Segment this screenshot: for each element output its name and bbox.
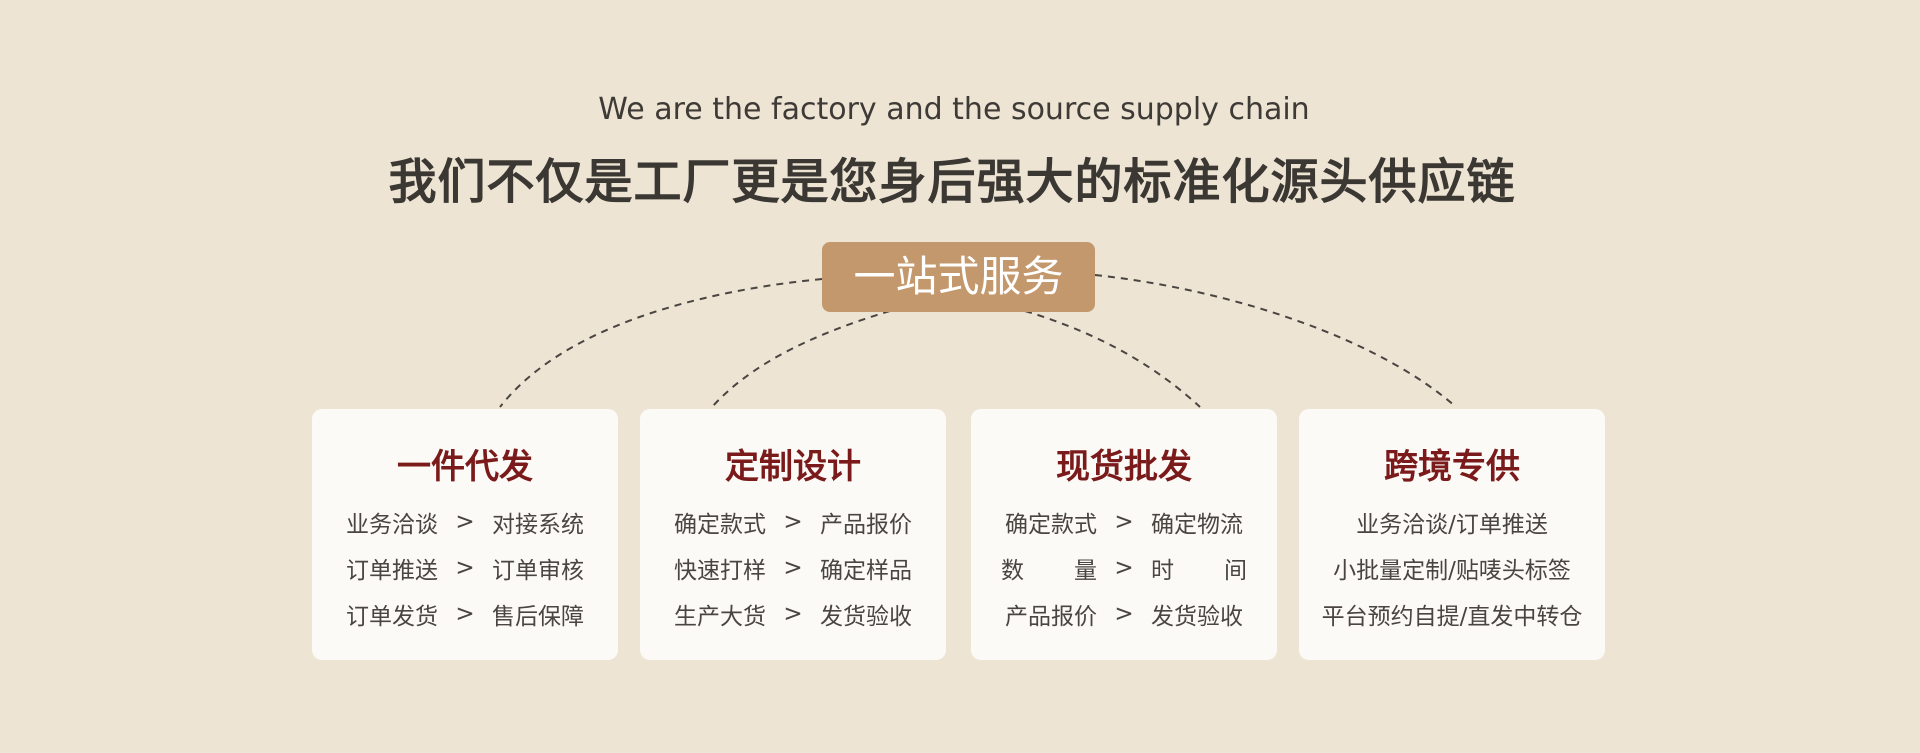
step-row: 快速打样 > 确定样品 [640, 545, 946, 591]
step-to: 发货验收 [1151, 604, 1243, 630]
step-to: 订单审核 [492, 558, 584, 584]
card-wholesale: 现货批发 确定款式 > 确定物流 数 量 > 时 间 产品报价 [971, 409, 1277, 660]
card-title: 一件代发 [397, 447, 533, 487]
step-to: 对接系统 [492, 512, 584, 538]
arc-to-card-4 [1094, 274, 1457, 408]
card-lines: 业务洽谈/订单推送 小批量定制/贴唛头标签 平台预约自提/直发中转仓 [1299, 499, 1605, 637]
one-stop-service-badge: 一站式服务 [822, 242, 1095, 312]
service-line-text: 平台预约自提/直发中转仓 [1321, 604, 1583, 630]
arc-to-card-1 [499, 278, 823, 408]
step-to: 售后保障 [492, 604, 584, 630]
service-line: 业务洽谈/订单推送 [1299, 499, 1605, 545]
step-from: 快速打样 [674, 558, 766, 584]
service-line: 小批量定制/贴唛头标签 [1299, 545, 1605, 591]
arrow-icon: > [1114, 509, 1134, 535]
card-custom-design: 定制设计 确定款式 > 产品报价 快速打样 > 确定样品 生产大货 > 发货验收 [640, 409, 946, 660]
service-line-text: 业务洽谈/订单推送 [1356, 512, 1548, 538]
step-from: 产品报价 [1005, 604, 1097, 630]
step-from: 数 量 [971, 551, 1097, 585]
card-title: 现货批发 [1056, 447, 1192, 487]
step-from: 订单推送 [346, 558, 438, 584]
arrow-icon: > [1114, 555, 1134, 581]
arrow-icon: > [455, 509, 475, 535]
step-to: 产品报价 [820, 512, 912, 538]
arrow-icon: > [783, 555, 803, 581]
step-row: 产品报价 > 发货验收 [971, 591, 1277, 637]
subtitle: We are the factory and the source supply… [598, 92, 1310, 127]
step-row: 确定款式 > 确定物流 [971, 499, 1277, 545]
step-from-char: 数 [1001, 558, 1024, 584]
arrow-icon: > [783, 509, 803, 535]
step-to: 确定物流 [1151, 512, 1243, 538]
step-to-char: 时 [1151, 558, 1174, 584]
step-from: 业务洽谈 [346, 512, 438, 538]
step-from: 订单发货 [346, 604, 438, 630]
step-to: 时 间 [1151, 551, 1277, 585]
arc-to-card-2 [711, 310, 891, 408]
step-row: 订单推送 > 订单审核 [312, 545, 618, 591]
step-to-char: 间 [1224, 558, 1247, 584]
step-from: 确定款式 [1005, 512, 1097, 538]
step-row: 生产大货 > 发货验收 [640, 591, 946, 637]
step-to: 确定样品 [820, 558, 912, 584]
arrow-icon: > [455, 555, 475, 581]
card-steps: 业务洽谈 > 对接系统 订单推送 > 订单审核 订单发货 > 售后保障 [312, 499, 618, 637]
card-dropshipping: 一件代发 业务洽谈 > 对接系统 订单推送 > 订单审核 订单发货 > 售后保障 [312, 409, 618, 660]
step-row: 确定款式 > 产品报价 [640, 499, 946, 545]
card-steps: 确定款式 > 确定物流 数 量 > 时 间 产品报价 > 发货验收 [971, 499, 1277, 637]
service-line: 平台预约自提/直发中转仓 [1299, 591, 1605, 637]
step-row: 数 量 > 时 间 [971, 545, 1277, 591]
card-steps: 确定款式 > 产品报价 快速打样 > 确定样品 生产大货 > 发货验收 [640, 499, 946, 637]
step-from: 确定款式 [674, 512, 766, 538]
card-title: 定制设计 [725, 447, 861, 487]
page-title: 我们不仅是工厂更是您身后强大的标准化源头供应链 [388, 154, 1516, 210]
service-line-text: 小批量定制/贴唛头标签 [1333, 558, 1571, 584]
arrow-icon: > [783, 601, 803, 627]
step-from-char: 量 [1074, 558, 1097, 584]
arrow-icon: > [455, 601, 475, 627]
card-title: 跨境专供 [1384, 447, 1520, 487]
step-row: 订单发货 > 售后保障 [312, 591, 618, 637]
card-cross-border: 跨境专供 业务洽谈/订单推送 小批量定制/贴唛头标签 平台预约自提/直发中转仓 [1299, 409, 1605, 660]
step-from: 生产大货 [674, 604, 766, 630]
arrow-icon: > [1114, 601, 1134, 627]
step-to: 发货验收 [820, 604, 912, 630]
step-row: 业务洽谈 > 对接系统 [312, 499, 618, 545]
arc-to-card-3 [1024, 310, 1201, 408]
